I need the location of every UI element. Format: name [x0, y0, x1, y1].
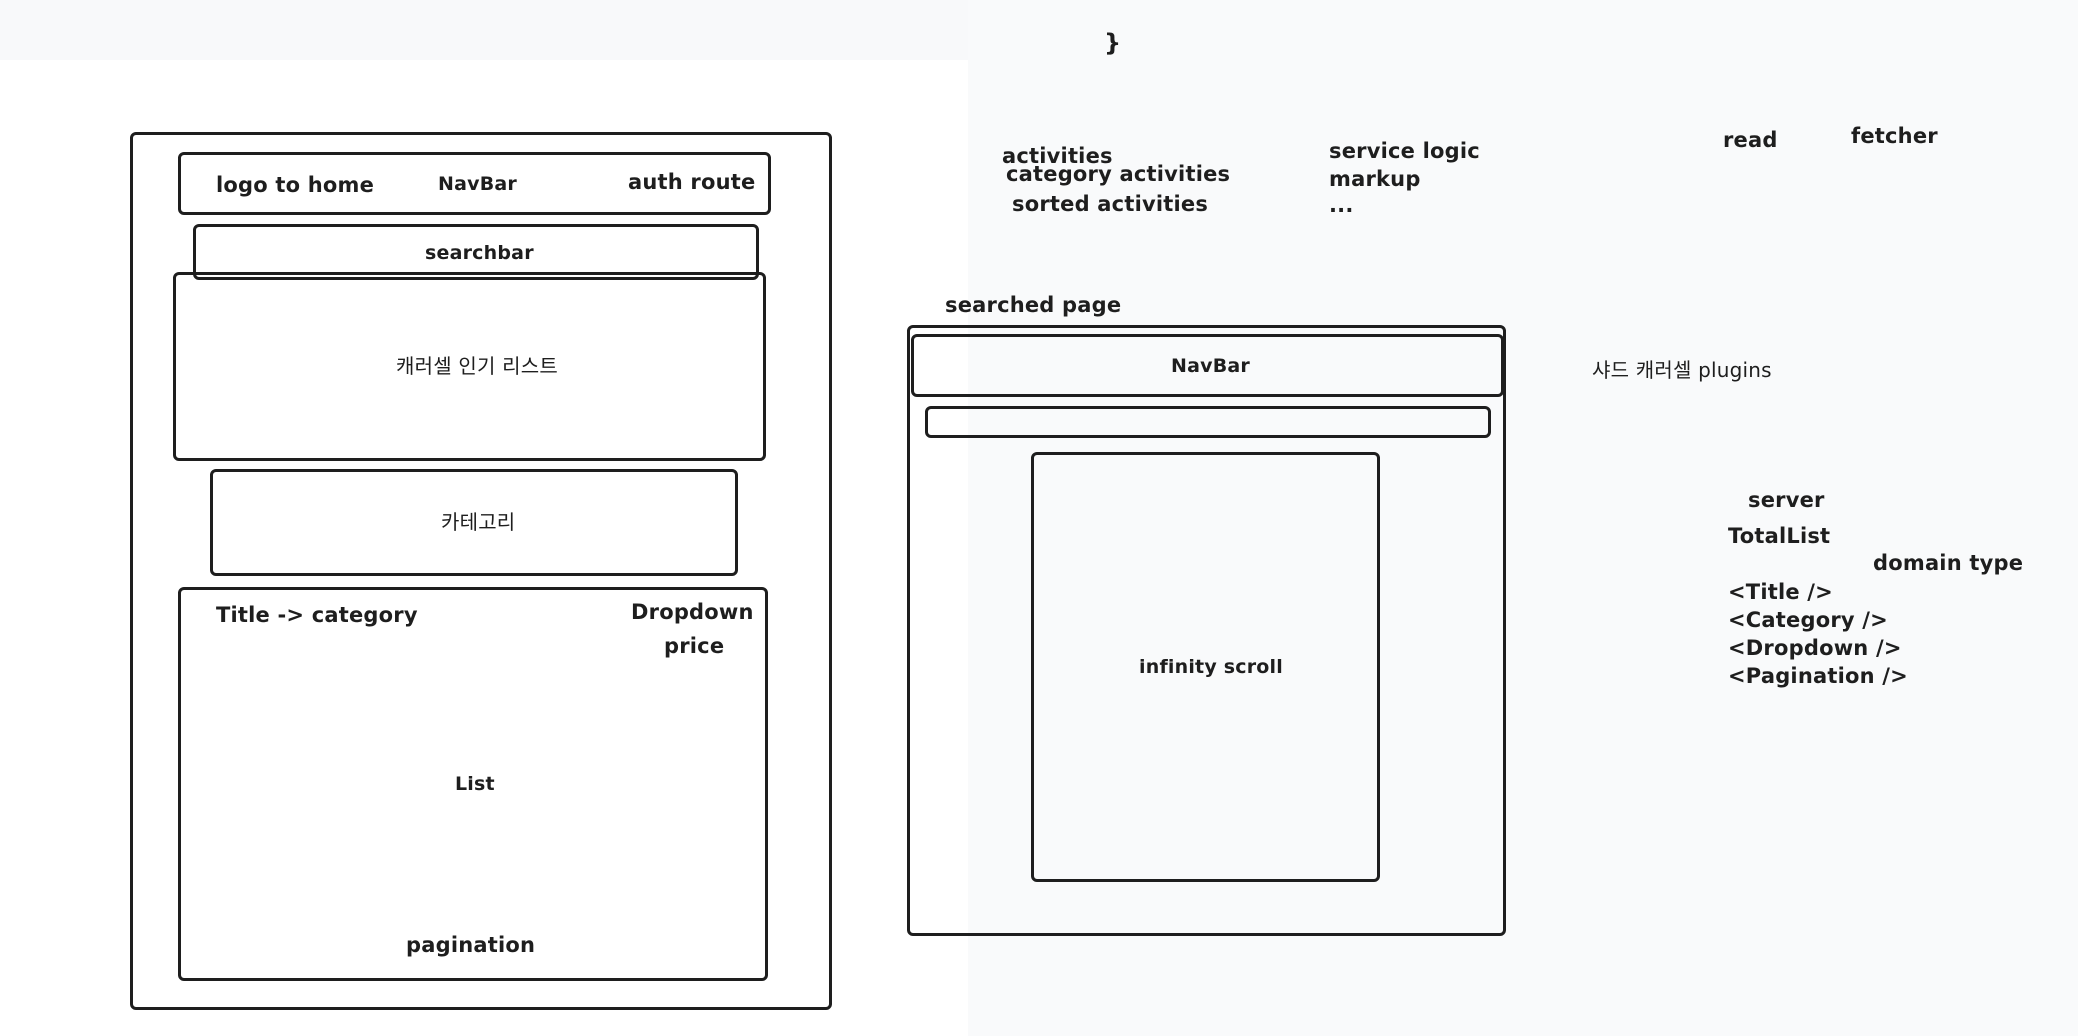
markup-note: markup: [1329, 167, 1421, 191]
list-label: List: [455, 773, 495, 795]
stray-brace: }: [1104, 29, 1122, 57]
totallist-note: TotalList: [1728, 524, 1831, 548]
searched-navbar-box[interactable]: [911, 334, 1504, 397]
fetcher-note: fetcher: [1851, 124, 1938, 148]
searched-page-frame[interactable]: [907, 325, 1506, 936]
searched-navbar-label: NavBar: [1171, 355, 1250, 377]
searchbar-box[interactable]: [193, 224, 759, 280]
service-logic-note: service logic: [1329, 139, 1480, 163]
canvas-background-left: [0, 60, 968, 1036]
category-box[interactable]: [210, 469, 738, 576]
logo-to-home-label: logo to home: [216, 173, 375, 197]
infinity-scroll-box[interactable]: [1031, 452, 1380, 882]
price-label: price: [664, 634, 725, 658]
canvas-background-top: [0, 0, 968, 60]
category-activities-note: category activities: [1006, 162, 1231, 186]
ellipsis-note: ...: [1329, 193, 1354, 217]
component-dropdown-note: <Dropdown />: [1728, 636, 1902, 660]
shadcn-carousel-plugins-note: 샤드 캐러셀 plugins: [1592, 358, 1772, 382]
domain-type-note: domain type: [1873, 551, 2024, 575]
carousel-box[interactable]: [173, 272, 766, 461]
navbar-label: NavBar: [438, 173, 517, 195]
infinity-scroll-label: infinity scroll: [1139, 656, 1283, 678]
home-page-frame[interactable]: [130, 132, 832, 1010]
title-category-label: Title -> category: [216, 603, 418, 627]
component-pagination-note: <Pagination />: [1728, 664, 1908, 688]
searched-searchbar-box[interactable]: [925, 406, 1491, 438]
auth-route-label: auth route: [628, 170, 756, 194]
pagination-label: pagination: [406, 933, 536, 957]
carousel-popular-list-label: 캐러셀 인기 리스트: [396, 354, 558, 378]
searchbar-label: searchbar: [425, 242, 534, 264]
component-title-note: <Title />: [1728, 580, 1833, 604]
searched-page-title: searched page: [945, 293, 1122, 317]
read-note: read: [1723, 128, 1778, 152]
list-section-box[interactable]: [178, 587, 768, 981]
dropdown-label: Dropdown: [631, 600, 754, 624]
home-navbar-box[interactable]: [178, 152, 771, 215]
sorted-activities-note: sorted activities: [1012, 192, 1209, 216]
server-note: server: [1748, 488, 1825, 512]
component-category-note: <Category />: [1728, 608, 1888, 632]
category-label: 카테고리: [441, 510, 516, 534]
activities-note: activities: [1002, 144, 1113, 168]
